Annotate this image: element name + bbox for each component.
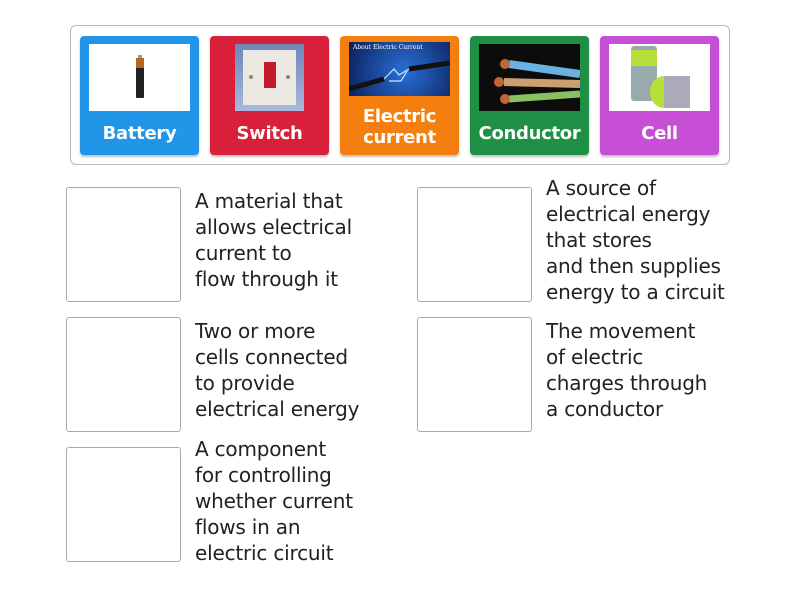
battery-image — [89, 44, 190, 111]
definition-line: that stores — [546, 228, 652, 252]
cell-image — [609, 44, 710, 111]
definition-line: flows in an — [195, 515, 301, 539]
definition-line: electrical energy — [195, 397, 360, 421]
definition-line: electric circuit — [195, 541, 334, 565]
definition-line: electrical energy — [546, 202, 711, 226]
tile-label: Cell — [641, 122, 678, 144]
definition-line: Two or more — [195, 319, 316, 343]
definition-line: for controlling — [195, 463, 332, 487]
tile-label: Conductor — [478, 122, 581, 144]
drop-slot[interactable] — [66, 317, 181, 432]
definition-line: of electric — [546, 345, 644, 369]
definition-line: to provide — [195, 371, 295, 395]
definition-line: whether current — [195, 489, 353, 513]
definition-line: The movement — [546, 319, 696, 343]
definition-line: A source of — [546, 176, 656, 200]
drop-slot[interactable] — [417, 317, 532, 432]
electric-spark-image: About Electric Current — [349, 42, 450, 96]
tile-label: Electric current — [362, 105, 437, 148]
definition-line: flow through it — [195, 267, 338, 291]
definition-line: charges through — [546, 371, 708, 395]
drop-slot[interactable] — [417, 187, 532, 302]
definition-line: current to — [195, 241, 292, 265]
tile-label: Battery — [102, 122, 177, 144]
definition-line: A material that — [195, 189, 343, 213]
switch-image — [235, 44, 304, 111]
tile-electric-current[interactable]: About Electric Current Electric current — [340, 36, 459, 155]
tile-label: Switch — [236, 122, 303, 144]
tile-battery[interactable]: Battery — [80, 36, 199, 155]
definition-line: energy to a circuit — [546, 280, 725, 304]
drop-slot[interactable] — [66, 187, 181, 302]
image-caption: About Electric Current — [353, 44, 423, 51]
definition-line: a conductor — [546, 397, 663, 421]
definition-line: A component — [195, 437, 326, 461]
copper-wires-image — [479, 44, 580, 111]
drop-slot[interactable] — [66, 447, 181, 562]
definition-line: cells connected — [195, 345, 348, 369]
definition-line: allows electrical — [195, 215, 352, 239]
tile-conductor[interactable]: Conductor — [470, 36, 589, 155]
definition-line: and then supplies — [546, 254, 721, 278]
tile-cell[interactable]: Cell — [600, 36, 719, 155]
tile-switch[interactable]: Switch — [210, 36, 329, 155]
